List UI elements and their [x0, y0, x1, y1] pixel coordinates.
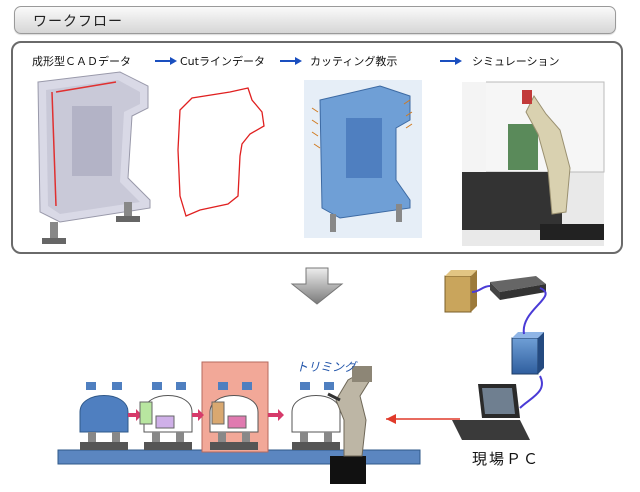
server-icon — [444, 270, 477, 313]
trimming-label: トリミング — [296, 360, 357, 374]
step-label-cutline: Cutラインデータ — [180, 55, 265, 68]
cut-line-image — [177, 87, 265, 217]
step-label-cad: 成形型ＣＡＤデータ — [32, 55, 131, 68]
signal-arrow-icon — [386, 414, 460, 424]
workpiece-1 — [79, 382, 129, 450]
flow-arrow-icon — [268, 409, 284, 421]
step-arrow-icon — [155, 57, 177, 65]
step-arrow-icon — [440, 57, 462, 65]
cad-mold-image — [37, 71, 151, 244]
step-label-simulation: シミュレーション — [472, 55, 560, 68]
laptop-icon — [452, 384, 530, 440]
down-arrow-icon — [290, 267, 344, 305]
cutting-teaching-image — [304, 80, 422, 238]
page-title: ワークフロー — [33, 14, 123, 30]
workpiece-4 — [291, 382, 341, 450]
robot-arm-icon — [327, 366, 372, 457]
site-pc-label: 現場ＰＣ — [472, 450, 541, 468]
flow-arrow-icon — [128, 409, 142, 421]
network-switch-icon — [490, 276, 546, 300]
title-bar: ワークフロー — [14, 6, 616, 34]
robot-base — [330, 456, 366, 484]
step-arrow-icon — [280, 57, 302, 65]
storage-icon — [511, 332, 544, 375]
network-cable — [471, 285, 547, 409]
workpiece-3 — [209, 382, 259, 450]
step-label-teaching: カッティング教示 — [310, 55, 398, 68]
workpiece-2 — [139, 382, 193, 450]
flow-arrow-icon — [192, 409, 204, 421]
simulation-image — [462, 81, 605, 246]
